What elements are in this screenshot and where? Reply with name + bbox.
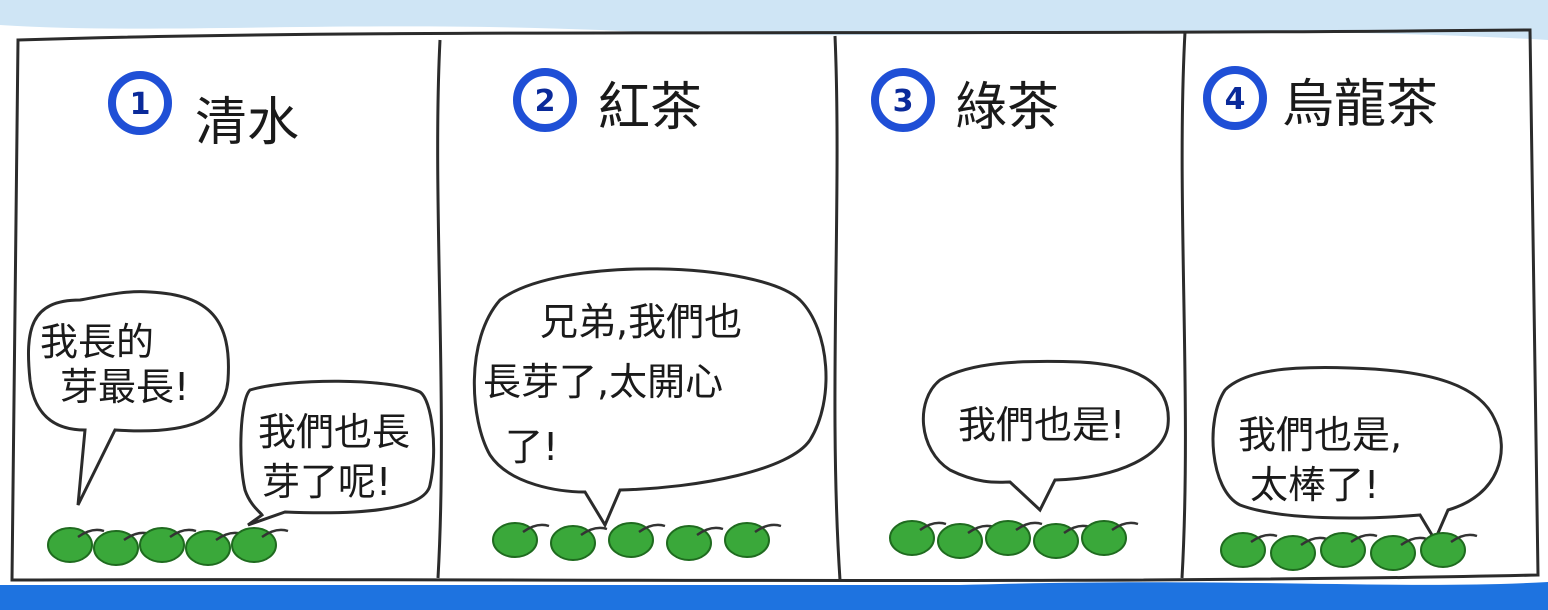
panel-3-header: 3 綠茶	[871, 68, 1059, 138]
panel-4-header: 4 烏龍茶	[1203, 66, 1438, 135]
sprout	[1350, 533, 1378, 544]
bean	[185, 530, 231, 566]
bean	[139, 527, 185, 563]
bean	[1081, 520, 1127, 556]
panel-number: 3	[893, 84, 914, 119]
sprout	[1015, 521, 1043, 532]
panel-title: 清水	[195, 93, 299, 153]
bubble-line: 了!	[505, 425, 558, 469]
number-badge	[871, 68, 935, 132]
panel-title: 烏龍茶	[1282, 75, 1438, 135]
sprout	[1300, 536, 1328, 547]
outer-frame	[10, 28, 1540, 583]
ground-edge	[0, 582, 1548, 610]
bean	[889, 520, 935, 556]
sprout	[77, 528, 105, 539]
bubble-outline	[472, 267, 828, 529]
sprout	[754, 523, 782, 534]
number-badge	[1203, 66, 1267, 130]
sprout	[1111, 521, 1139, 532]
sprout	[919, 521, 947, 532]
bean	[47, 527, 93, 563]
bean	[1320, 532, 1366, 568]
bubble-line: 太棒了!	[1250, 463, 1379, 507]
bean	[1370, 535, 1416, 571]
sprout	[696, 526, 724, 537]
bubble-outline	[239, 379, 436, 527]
sprout	[1250, 533, 1278, 544]
bean	[608, 522, 654, 558]
sprout	[522, 523, 550, 534]
bubble-line: 我長的	[40, 320, 154, 364]
sprout	[1450, 533, 1478, 544]
panel-number: 1	[130, 87, 151, 122]
bubble-line: 我們也是!	[958, 403, 1125, 447]
bean	[550, 525, 596, 561]
bean	[666, 525, 712, 561]
bean	[1420, 532, 1466, 568]
speech-bubble: 我們也是!	[921, 359, 1170, 513]
bubble-outline	[26, 290, 230, 506]
bubble-line: 我們也長	[258, 410, 410, 454]
speech-bubble: 我長的 芽最長!	[26, 290, 230, 506]
bubble-line: 芽最長!	[60, 365, 189, 409]
bean	[1220, 532, 1266, 568]
number-badge	[108, 71, 172, 135]
panel-number: 2	[535, 84, 556, 119]
sprout	[580, 526, 608, 537]
panel-title: 紅茶	[598, 78, 702, 138]
bean	[937, 523, 983, 559]
speech-bubble: 兄弟,我們也 長芽了,太開心 了!	[472, 267, 828, 529]
panel-divider	[436, 39, 443, 579]
bean	[1033, 523, 1079, 559]
bean	[492, 522, 538, 558]
sprout	[638, 523, 666, 534]
bean	[93, 530, 139, 566]
panel-number: 4	[1225, 82, 1246, 117]
bean	[1270, 535, 1316, 571]
number-badge	[513, 68, 577, 132]
speech-bubble: 我們也是, 太棒了!	[1211, 366, 1503, 544]
bubble-line: 芽了呢!	[262, 460, 391, 504]
panel-divider	[833, 35, 842, 581]
bean-rows	[47, 520, 1478, 571]
bean	[231, 527, 277, 563]
bubble-line: 長芽了,太開心	[483, 360, 723, 404]
bean	[985, 520, 1031, 556]
sprout	[1400, 536, 1428, 547]
bubble-outline	[921, 359, 1170, 513]
bubble-outline	[1211, 366, 1503, 544]
panel-title: 綠茶	[955, 78, 1059, 138]
bean	[724, 522, 770, 558]
sky-wash	[0, 0, 1548, 40]
sprout	[261, 528, 289, 539]
bubble-line: 我們也是,	[1238, 413, 1402, 457]
bubble-line: 兄弟,我們也	[540, 300, 742, 344]
sprout	[169, 528, 197, 539]
speech-bubble: 我們也長 芽了呢!	[239, 379, 436, 527]
panel-1-header: 1 清水	[108, 71, 299, 153]
panel-divider	[1180, 31, 1187, 579]
panel-2-header: 2 紅茶	[513, 68, 702, 138]
